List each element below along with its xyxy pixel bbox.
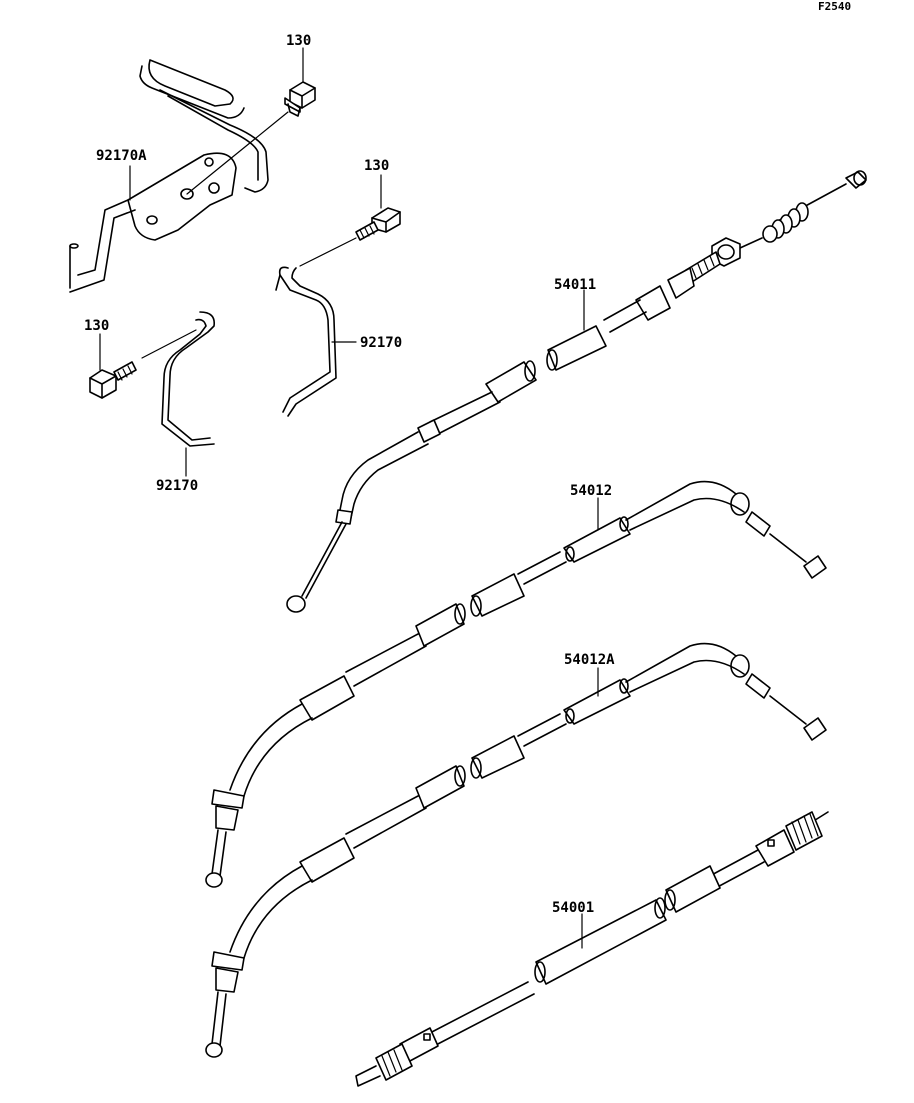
part-number-label: 130 (286, 33, 311, 49)
part-number-label: 54001 (552, 900, 594, 916)
part-number-label: 54012A (564, 652, 615, 668)
speedometer-cable-part (355, 811, 829, 1087)
clamp-left-part (161, 311, 216, 477)
choke-cable-part (286, 170, 867, 613)
figure-id: F2540 (818, 0, 851, 13)
part-number-label: 54012 (570, 483, 612, 499)
bolt-mid-part (299, 174, 401, 267)
part-number-label: 130 (84, 318, 109, 334)
clamp-right-part (275, 266, 357, 417)
part-number-label: 92170 (360, 335, 402, 351)
bolt-top-part (186, 47, 316, 195)
throttle-cable-part (205, 480, 827, 888)
bolt-left-part (89, 329, 197, 399)
bracket-part (69, 59, 269, 293)
part-number-label: 92170A (96, 148, 147, 164)
part-number-label: 92170 (156, 478, 198, 494)
part-number-label: 54011 (554, 277, 596, 293)
part-number-label: 130 (364, 158, 389, 174)
throttle-cable-a-part (205, 642, 827, 1058)
